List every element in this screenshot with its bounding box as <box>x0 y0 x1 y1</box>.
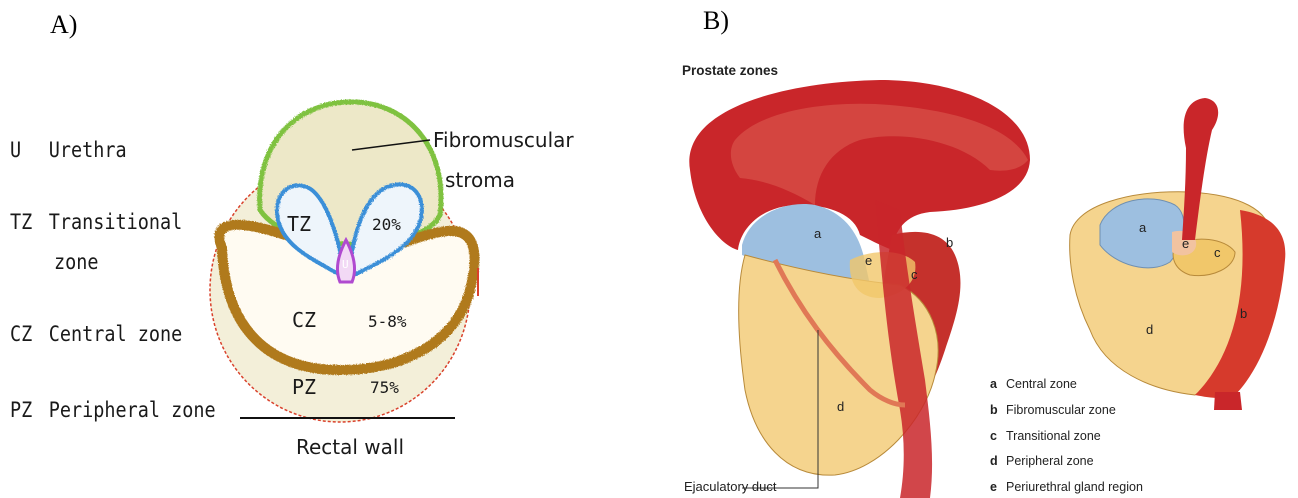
zone-label-c-left: c <box>911 267 918 282</box>
zone-label-e-right: e <box>1182 236 1189 251</box>
right-urethra-bottom <box>1214 392 1242 410</box>
zone-label-d-right: d <box>1146 322 1153 337</box>
zone-label-a-right: a <box>1139 220 1146 235</box>
ejaculatory-duct-label: Ejaculatory duct <box>684 479 777 494</box>
zone-label-d-left: d <box>837 399 844 414</box>
zone-label-c-right: c <box>1214 245 1221 260</box>
zone-label-b-left: b <box>946 235 953 250</box>
zone-label-e-left: e <box>865 253 872 268</box>
zone-label-a-left: a <box>814 226 821 241</box>
zone-label-b-right: b <box>1240 306 1247 321</box>
